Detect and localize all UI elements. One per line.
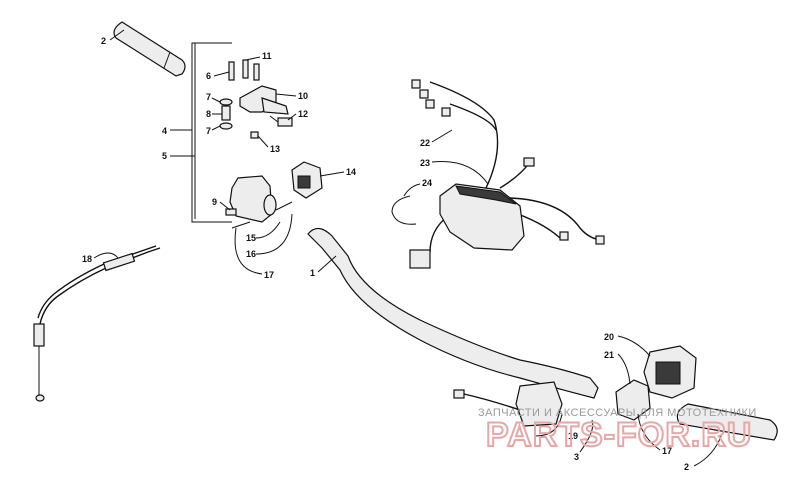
right-grip: [676, 403, 778, 441]
watermark: ЗАПЧАСТИ И АКСЕССУАРЫ ДЛЯ МОТОТЕХНИКИ PA…: [478, 407, 757, 455]
callout-4: 4: [162, 126, 167, 136]
callout-20: 20: [604, 332, 614, 342]
callout-19: 19: [568, 431, 578, 441]
group-bracket: [191, 42, 232, 223]
callout-11: 11: [262, 51, 272, 61]
callout-6: 6: [206, 71, 211, 81]
callout-10: 10: [298, 91, 308, 101]
washer-7a: [219, 98, 233, 106]
callout-8: 8: [206, 109, 211, 119]
throttle-block: [225, 175, 277, 223]
screw-15: [275, 201, 293, 211]
callout-17-left: 17: [264, 270, 274, 280]
watermark-tagline: ЗАПЧАСТИ И АКСЕССУАРЫ ДЛЯ МОТОТЕХНИКИ: [478, 407, 757, 419]
screw-17: [231, 221, 251, 229]
right-switch-20: [643, 345, 697, 399]
callout-9: 9: [212, 197, 217, 207]
callout-2-left: 2: [101, 36, 106, 46]
throttle-bracket-10: [239, 85, 289, 115]
callout-16: 16: [246, 249, 256, 259]
callout-14: 14: [346, 167, 356, 177]
callout-1: 1: [310, 268, 315, 278]
housing-19: [515, 381, 563, 427]
left-grip: [113, 21, 186, 77]
connector-12: [269, 115, 293, 127]
callout-22: 22: [420, 138, 430, 148]
callout-24: 24: [422, 178, 432, 188]
bushing-8: [221, 105, 231, 121]
callout-2-right: 2: [684, 462, 689, 472]
left-switch-14: [291, 161, 323, 199]
clip-13: [250, 131, 259, 139]
watermark-brand: PARTS-FOR.RU: [486, 416, 752, 454]
callout-17-right: 17: [662, 446, 672, 456]
callout-23: 23: [420, 158, 430, 168]
leader-lines: [93, 29, 723, 467]
bracket-21: [615, 379, 651, 421]
callout-21: 21: [604, 350, 614, 360]
callout-3: 3: [574, 452, 579, 462]
retaining-ring-24: [391, 195, 417, 225]
callout-12: 12: [298, 109, 308, 119]
callout-13: 13: [270, 144, 280, 154]
washer-7b: [219, 122, 233, 130]
callout-18: 18: [82, 254, 92, 264]
switch-cover-23: [439, 183, 525, 251]
screw-11: [242, 59, 260, 81]
callout-5: 5: [162, 151, 167, 161]
callout-15: 15: [246, 233, 256, 243]
handlebar-1: [307, 227, 599, 399]
callout-labels: 2 6 7 8 7 4 5 11 10 12 13 14 9 15 16 17 …: [82, 36, 689, 472]
connector-3: [453, 389, 521, 411]
pin-6: [228, 61, 235, 81]
callout-7-upper: 7: [206, 92, 211, 102]
throttle-cable-18: [33, 245, 161, 402]
wiring-harness-22: [409, 79, 605, 269]
callout-7-lower: 7: [206, 126, 211, 136]
